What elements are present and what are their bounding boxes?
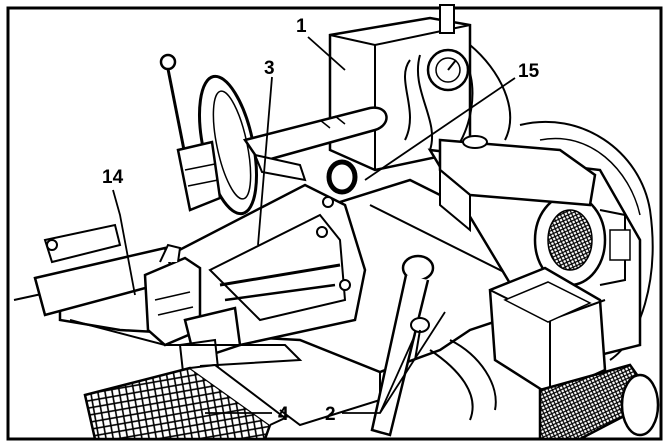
top-housing — [438, 135, 597, 233]
leader-lines — [112, 36, 516, 414]
hydraulic-cylinder — [370, 254, 435, 437]
callout-1: 1 — [296, 16, 307, 37]
callout-4: 4 — [278, 404, 289, 425]
operating-lever — [159, 53, 222, 212]
callout-14: 14 — [102, 167, 124, 188]
clamp-jaws — [143, 243, 242, 374]
upper-arm — [242, 106, 388, 182]
tilting-arm — [158, 183, 367, 347]
drive-roller — [538, 363, 660, 441]
pressure-gauge — [404, 44, 511, 151]
sealing-ring — [326, 159, 358, 195]
gear-housing — [488, 266, 607, 397]
callout-3: 3 — [264, 58, 275, 79]
foot-pedal — [83, 363, 287, 441]
callout-2: 2 — [325, 404, 336, 425]
figure-border — [6, 6, 663, 441]
callout-15: 15 — [518, 61, 540, 82]
